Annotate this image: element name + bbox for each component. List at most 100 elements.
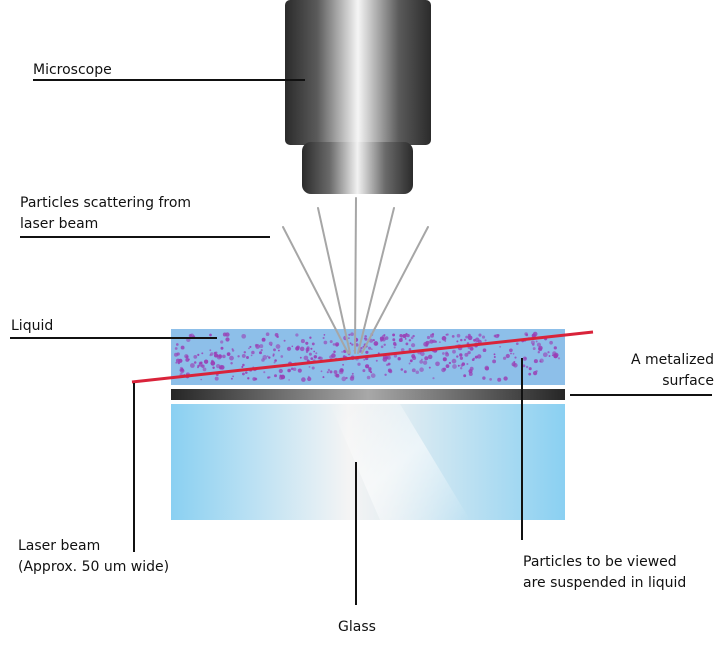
microscope-body bbox=[285, 0, 431, 145]
particle bbox=[351, 372, 354, 375]
particle bbox=[459, 356, 464, 360]
particle bbox=[380, 345, 384, 349]
particle bbox=[246, 356, 249, 359]
particle bbox=[445, 333, 448, 336]
particle bbox=[292, 367, 297, 372]
particle bbox=[364, 337, 368, 341]
particle bbox=[539, 358, 544, 363]
label-liquid: Liquid bbox=[11, 318, 54, 334]
particle bbox=[448, 361, 452, 365]
particle bbox=[274, 333, 279, 337]
particle bbox=[214, 376, 219, 381]
particle bbox=[331, 353, 336, 358]
particle bbox=[467, 335, 473, 341]
particle bbox=[553, 355, 557, 359]
particle bbox=[460, 367, 463, 370]
particle bbox=[522, 356, 527, 361]
particle bbox=[510, 352, 512, 355]
scatter-ray bbox=[357, 207, 395, 354]
particle bbox=[435, 361, 440, 367]
particle bbox=[273, 348, 276, 352]
particle bbox=[266, 355, 269, 358]
particle bbox=[200, 378, 203, 381]
particle bbox=[403, 370, 407, 374]
particle bbox=[232, 375, 234, 378]
particle bbox=[193, 355, 198, 359]
particle bbox=[408, 362, 411, 365]
particle bbox=[460, 364, 464, 367]
particle bbox=[341, 351, 343, 353]
particle bbox=[193, 361, 197, 364]
particle bbox=[411, 343, 416, 348]
particle bbox=[441, 367, 446, 373]
particle bbox=[243, 351, 247, 354]
particle bbox=[322, 336, 325, 340]
particle bbox=[202, 367, 207, 372]
microscope-objective bbox=[302, 142, 413, 194]
particle bbox=[489, 378, 492, 381]
particle bbox=[230, 377, 233, 380]
particle bbox=[528, 372, 532, 376]
particle bbox=[187, 358, 190, 361]
particle bbox=[274, 374, 277, 378]
particle bbox=[459, 353, 463, 357]
scatter-ray bbox=[361, 226, 429, 354]
particle bbox=[313, 355, 318, 359]
particle bbox=[381, 337, 386, 342]
particle bbox=[357, 362, 361, 366]
particle bbox=[493, 353, 496, 356]
particle bbox=[528, 367, 532, 371]
particle bbox=[259, 351, 262, 355]
particle bbox=[369, 338, 374, 343]
particle bbox=[452, 349, 456, 354]
particle bbox=[419, 360, 424, 364]
particle bbox=[422, 360, 428, 365]
particle bbox=[444, 340, 447, 342]
particle bbox=[241, 333, 247, 339]
particle bbox=[190, 363, 195, 368]
particle bbox=[393, 341, 396, 344]
label-metalized-line1: A metalized bbox=[631, 352, 714, 368]
particle bbox=[393, 354, 398, 358]
particle bbox=[251, 350, 255, 355]
particle bbox=[222, 332, 227, 337]
particle bbox=[263, 371, 266, 374]
particle bbox=[441, 336, 447, 341]
particle bbox=[463, 338, 467, 342]
particle bbox=[427, 354, 433, 360]
particle bbox=[484, 365, 490, 371]
particle bbox=[456, 333, 461, 338]
particle bbox=[283, 339, 286, 342]
particle bbox=[308, 352, 312, 356]
scatter-ray bbox=[317, 207, 351, 354]
particle bbox=[301, 377, 306, 382]
particle bbox=[297, 368, 302, 373]
particle bbox=[421, 358, 423, 361]
particle bbox=[397, 357, 401, 361]
particle bbox=[420, 351, 425, 357]
particle bbox=[311, 366, 315, 370]
particle bbox=[322, 376, 325, 379]
particle bbox=[305, 341, 309, 345]
particle bbox=[184, 354, 189, 359]
particle bbox=[434, 340, 438, 343]
particle bbox=[535, 370, 538, 373]
particle bbox=[350, 332, 354, 336]
particle bbox=[515, 342, 519, 346]
particle bbox=[463, 374, 467, 378]
particle bbox=[230, 362, 233, 365]
particle bbox=[445, 351, 449, 355]
particle bbox=[341, 376, 347, 382]
particle bbox=[408, 347, 412, 351]
label-scatter-line2: laser beam bbox=[20, 216, 99, 232]
particle bbox=[220, 340, 224, 344]
particle bbox=[275, 344, 281, 349]
particle bbox=[412, 334, 415, 338]
particle bbox=[335, 373, 340, 378]
particle bbox=[365, 364, 370, 369]
particle bbox=[315, 352, 318, 355]
particle bbox=[481, 335, 486, 339]
particle bbox=[512, 352, 515, 355]
particle bbox=[399, 334, 403, 338]
